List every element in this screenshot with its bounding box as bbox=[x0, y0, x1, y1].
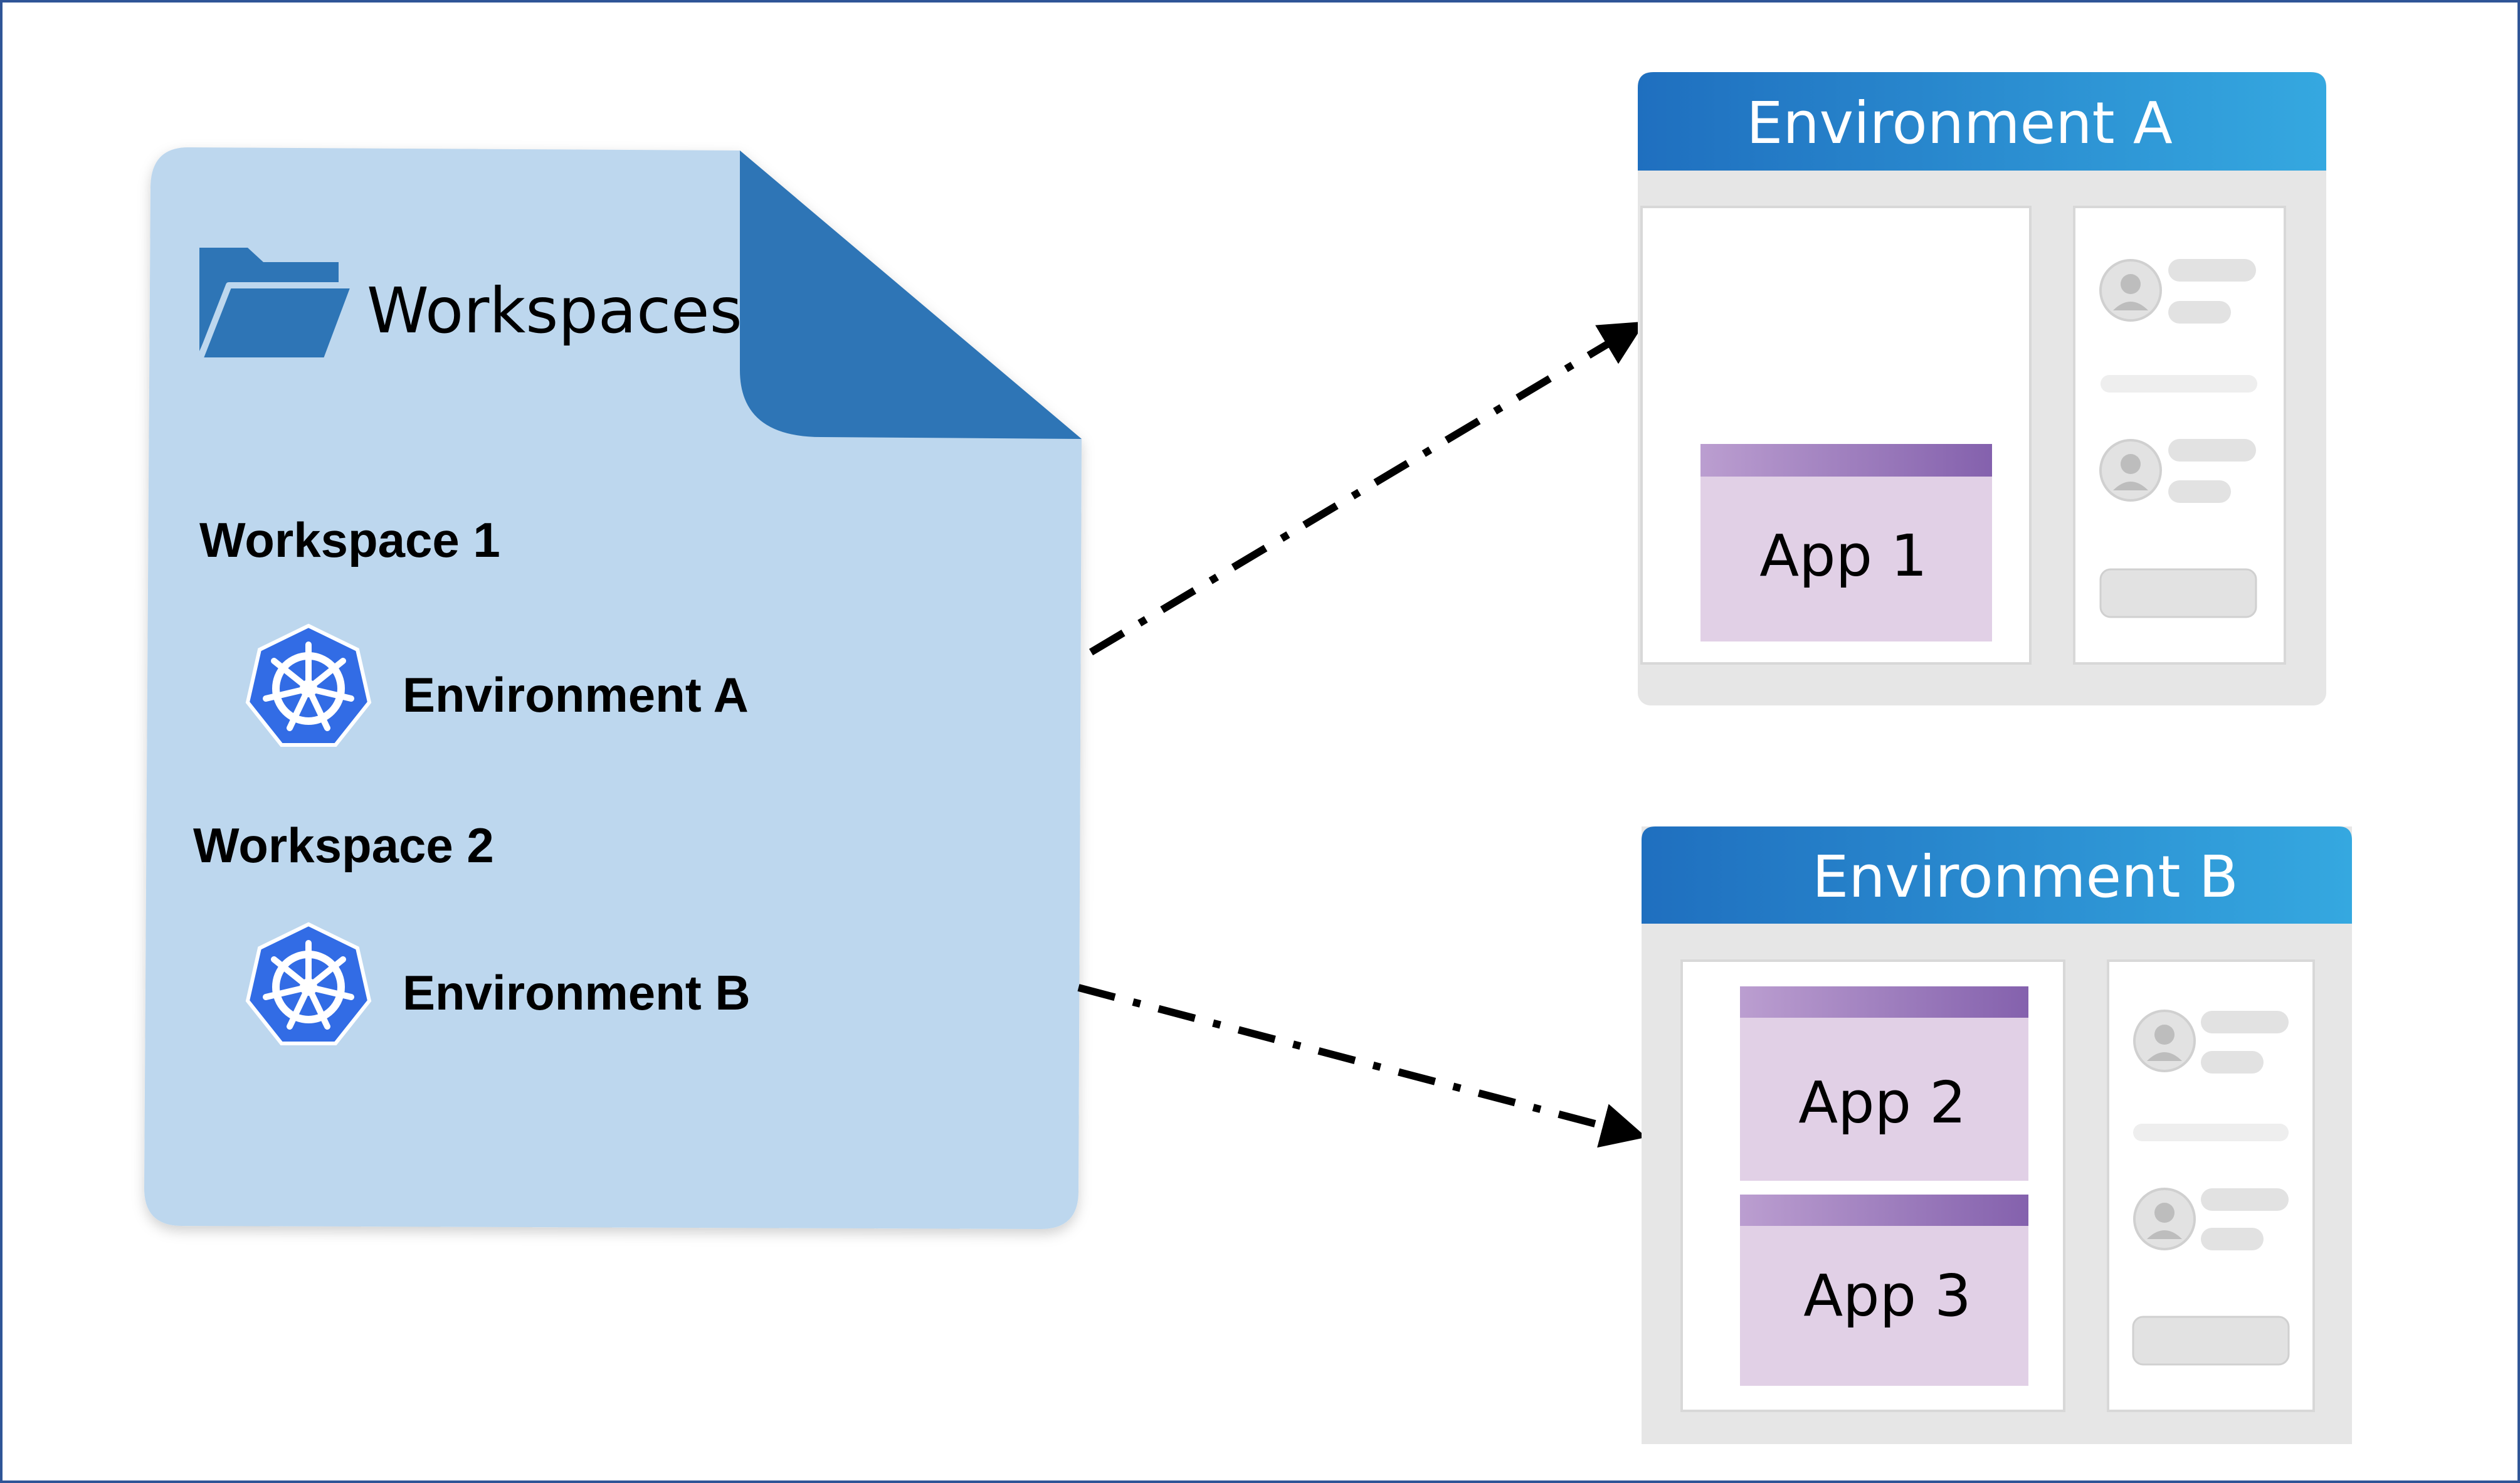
placeholder-line bbox=[2168, 439, 2256, 462]
app-1-card bbox=[1700, 444, 1992, 641]
environment-a-header bbox=[1638, 72, 2326, 171]
placeholder-line bbox=[2201, 1011, 2289, 1033]
workspace-2-environment-label: Environment B bbox=[403, 965, 751, 1020]
workspaces-title: Workspaces bbox=[367, 274, 742, 347]
placeholder-line bbox=[2201, 1188, 2289, 1211]
app-2-label: App 2 bbox=[1798, 1069, 1966, 1136]
app-2-card bbox=[1740, 986, 2028, 1181]
arrow-to-environment-b bbox=[1077, 984, 1647, 1148]
app-1-card-header bbox=[1700, 444, 1992, 477]
placeholder-button bbox=[2132, 1316, 2290, 1366]
user-avatar-icon bbox=[2099, 439, 2162, 502]
environment-b-window: Environment B App 2 App 3 bbox=[1642, 826, 2352, 1444]
folder-icon bbox=[196, 248, 357, 364]
placeholder-line bbox=[2201, 1228, 2264, 1250]
app-3-label: App 3 bbox=[1803, 1262, 1971, 1329]
workspace-1-label: Workspace 1 bbox=[199, 512, 500, 567]
environment-a-title: Environment A bbox=[1746, 90, 2173, 157]
workspace-2-label: Workspace 2 bbox=[193, 818, 494, 873]
environment-a-window: Environment A App 1 bbox=[1638, 72, 2326, 705]
environment-b-title: Environment B bbox=[1812, 843, 2238, 910]
placeholder-line bbox=[2201, 1051, 2264, 1074]
placeholder-line bbox=[2168, 480, 2231, 503]
user-avatar-icon bbox=[2133, 1188, 2196, 1250]
placeholder-line bbox=[2168, 259, 2256, 282]
divider-line bbox=[2133, 1124, 2289, 1141]
user-avatar-icon bbox=[2099, 259, 2162, 322]
placeholder-line bbox=[2168, 301, 2231, 324]
user-avatar-icon bbox=[2133, 1010, 2196, 1072]
placeholder-button bbox=[2099, 568, 2257, 618]
app-3-card bbox=[1740, 1195, 2028, 1386]
app-2-card-header bbox=[1740, 986, 2028, 1018]
divider-line bbox=[2101, 375, 2257, 393]
workspaces-panel: Workspaces Workspace 1 Environment A Wor… bbox=[144, 147, 1082, 1229]
arrow-to-environment-a bbox=[1089, 321, 1646, 656]
workspace-1-environment-label: Environment A bbox=[403, 667, 749, 722]
page-fold bbox=[740, 150, 1082, 439]
app-3-card-header bbox=[1740, 1195, 2028, 1226]
environment-b-header bbox=[1642, 826, 2352, 924]
app-1-label: App 1 bbox=[1759, 522, 1927, 589]
